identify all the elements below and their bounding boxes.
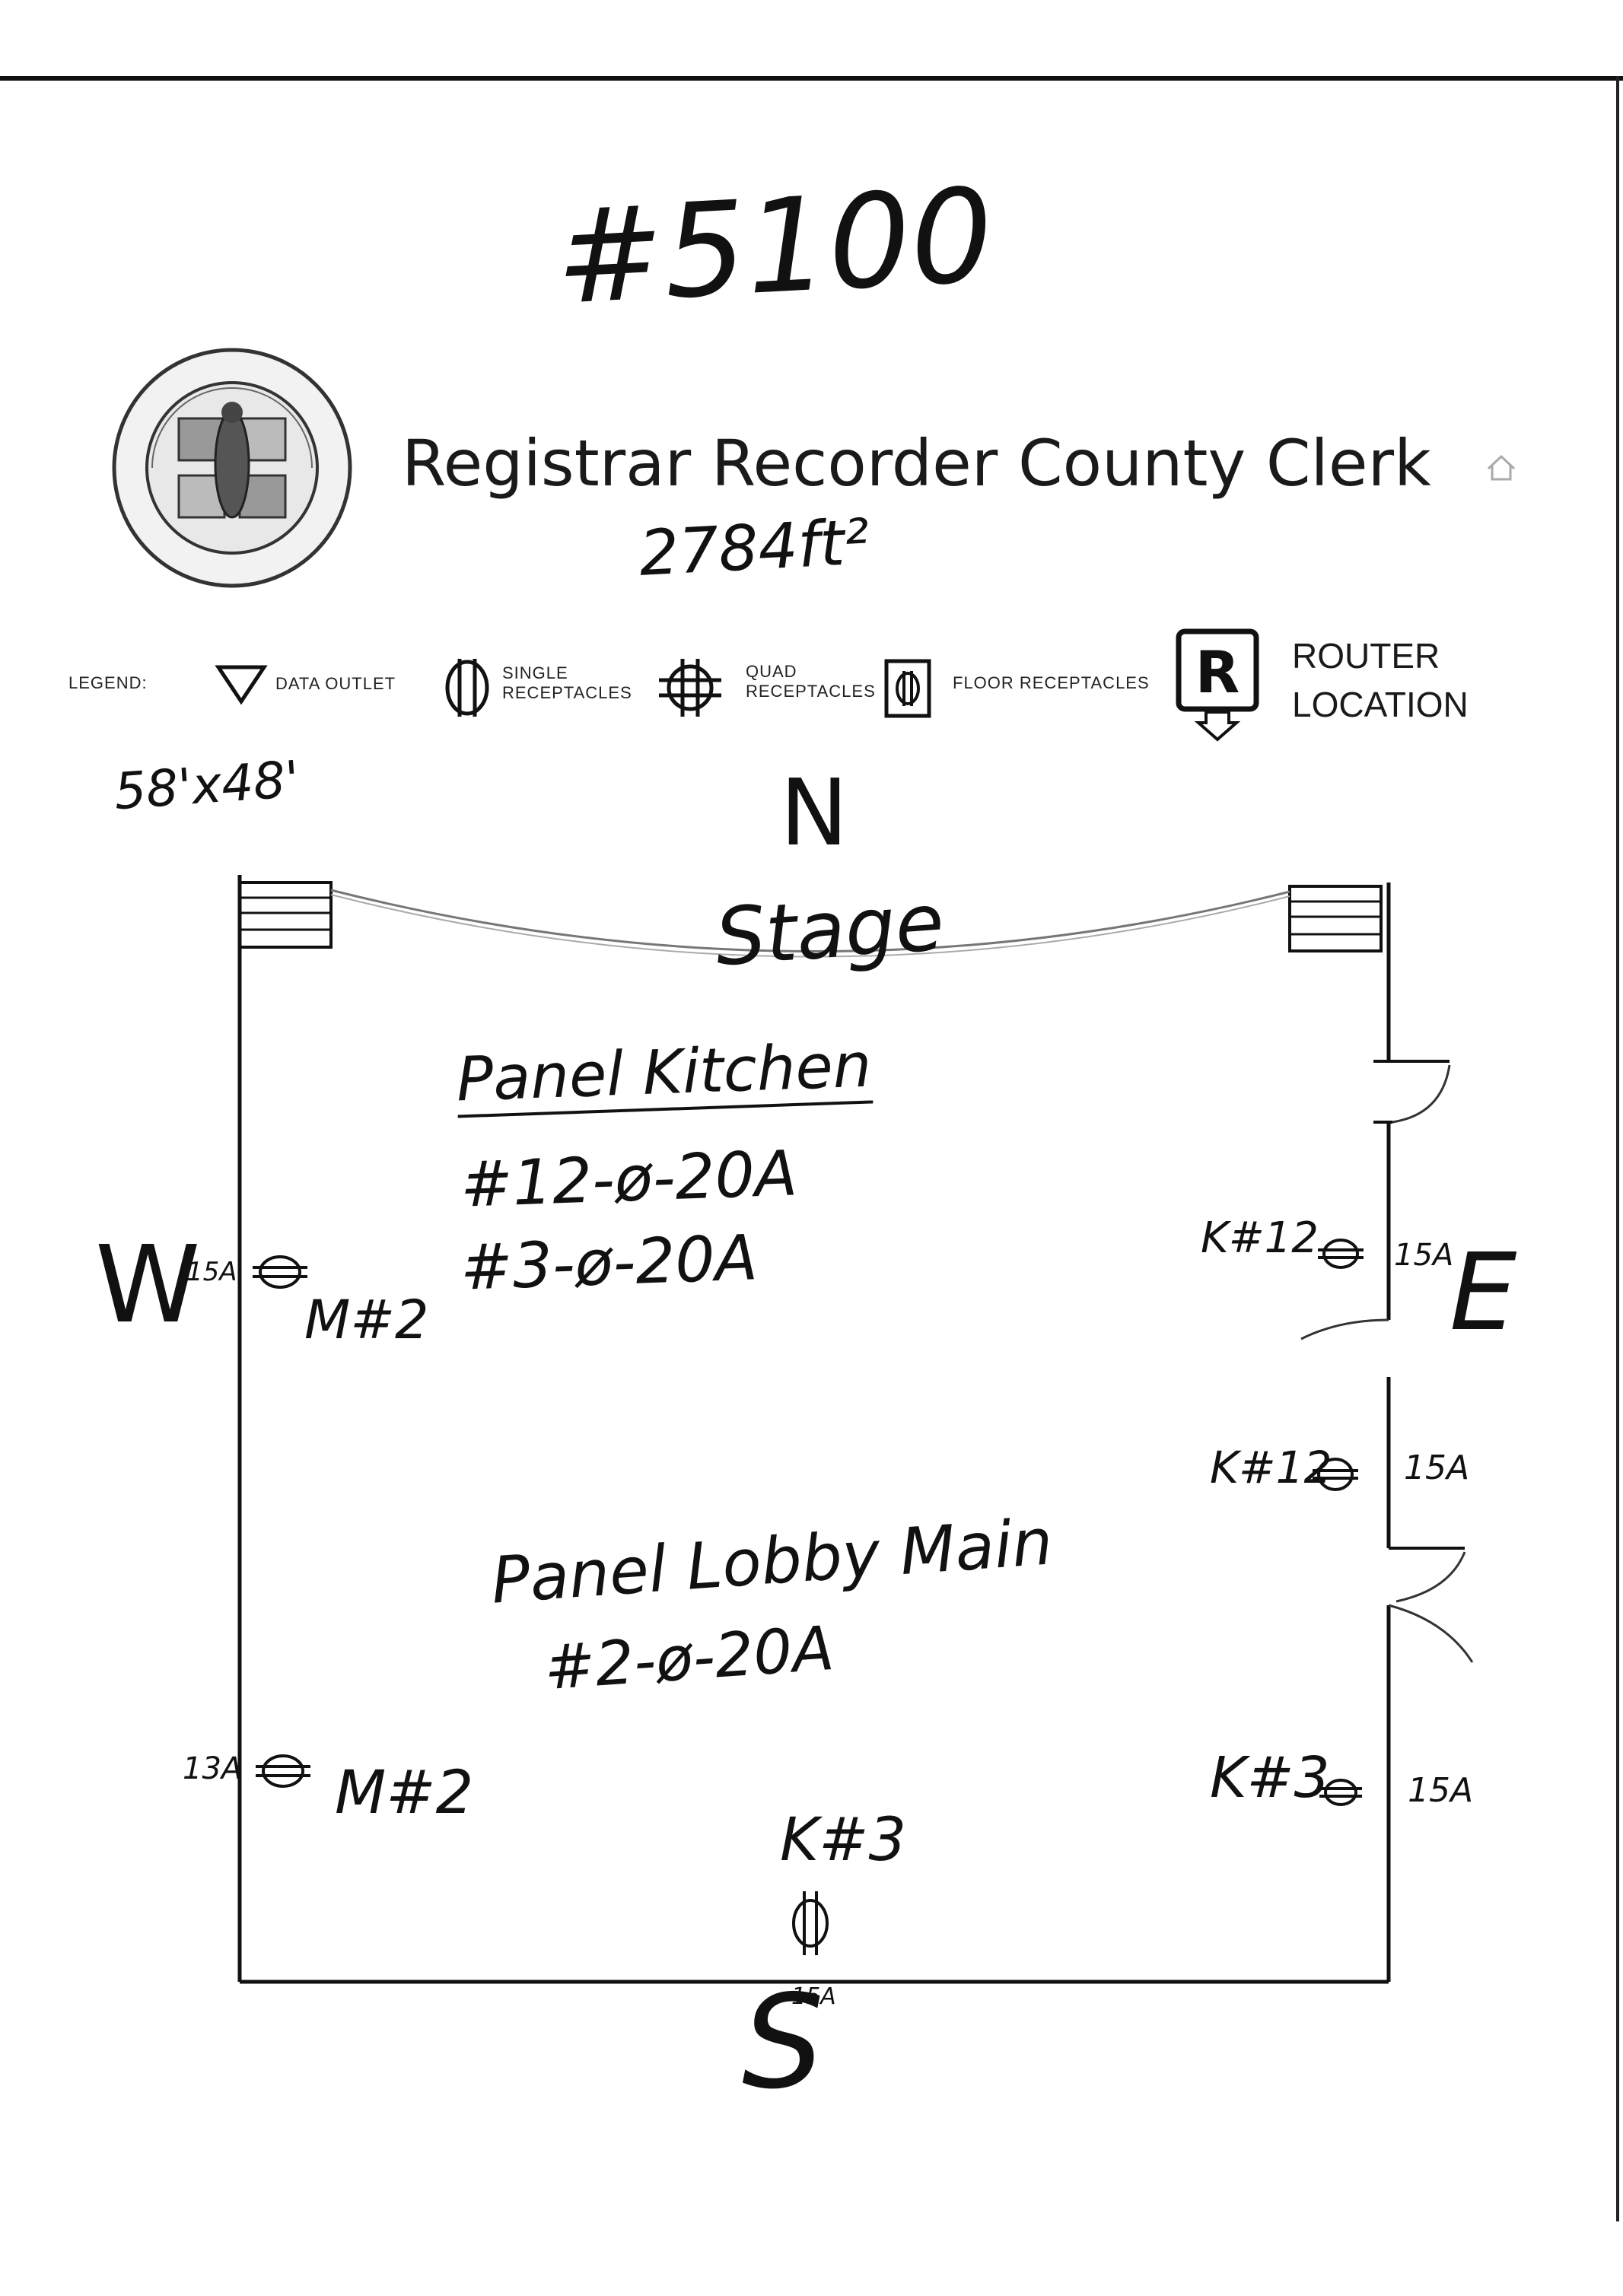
legend-floor-receptacles-label: FLOOR RECEPTACLES <box>953 673 1150 692</box>
legend-single-receptacles-label: SINGLE RECEPTACLES <box>502 663 632 703</box>
home-icon <box>1487 454 1516 481</box>
legend-router-location-label: ROUTER LOCATION <box>1292 636 1469 725</box>
east-top-amp: 15A <box>1394 1238 1454 1273</box>
router-location-icon: R <box>1176 628 1259 742</box>
legend-data-outlet-label: DATA OUTLET <box>275 674 396 693</box>
page-right-border <box>1616 76 1619 2221</box>
organization-title: Registrar Recorder County Clerk <box>402 426 1431 501</box>
data-outlet-icon <box>215 665 268 705</box>
stage-label: Stage <box>712 875 947 984</box>
east-bottom-receptacle <box>1319 1779 1362 1806</box>
panel-kitchen-circuit-2: #3-ø-20A <box>459 1222 759 1305</box>
compass-west: W <box>95 1223 201 1347</box>
south-floor-amp: 15A <box>791 1983 836 2010</box>
east-middle-amp: 15A <box>1404 1449 1470 1487</box>
east-bottom-amp: 15A <box>1408 1771 1474 1810</box>
compass-east: E <box>1450 1231 1517 1355</box>
county-seal <box>112 348 352 588</box>
east-bottom-circuit: K#3 <box>1210 1745 1330 1811</box>
east-middle-circuit: K#12 <box>1210 1442 1332 1493</box>
east-top-receptacle <box>1318 1239 1364 1269</box>
east-top-circuit: K#12 <box>1201 1213 1319 1263</box>
page-top-border <box>0 76 1623 81</box>
panel-kitchen-title: Panel Kitchen <box>455 1030 873 1118</box>
floor-receptacle-icon <box>884 659 931 718</box>
legend-quad-receptacles-label: QUAD RECEPTACLES <box>746 662 876 701</box>
quad-receptacle-icon <box>659 659 721 717</box>
west-top-receptacle <box>253 1255 307 1289</box>
east-middle-receptacle <box>1313 1458 1358 1491</box>
south-floor-receptacle <box>792 1891 829 1955</box>
compass-south: S <box>742 1967 824 2118</box>
west-top-amp: 15A <box>186 1257 237 1287</box>
router-letter: R <box>1195 638 1240 706</box>
south-floor-circuit: K#3 <box>780 1806 907 1875</box>
single-receptacle-icon <box>445 659 489 717</box>
west-top-circuit: M#2 <box>304 1289 429 1351</box>
compass-north: N <box>780 761 848 867</box>
panel-kitchen-circuit-1: #12-ø-20A <box>459 1137 799 1222</box>
west-bottom-amp: 13A <box>183 1751 243 1786</box>
west-bottom-receptacle <box>256 1754 310 1788</box>
west-bottom-circuit: M#2 <box>335 1759 474 1827</box>
legend-label: LEGEND: <box>68 673 148 692</box>
